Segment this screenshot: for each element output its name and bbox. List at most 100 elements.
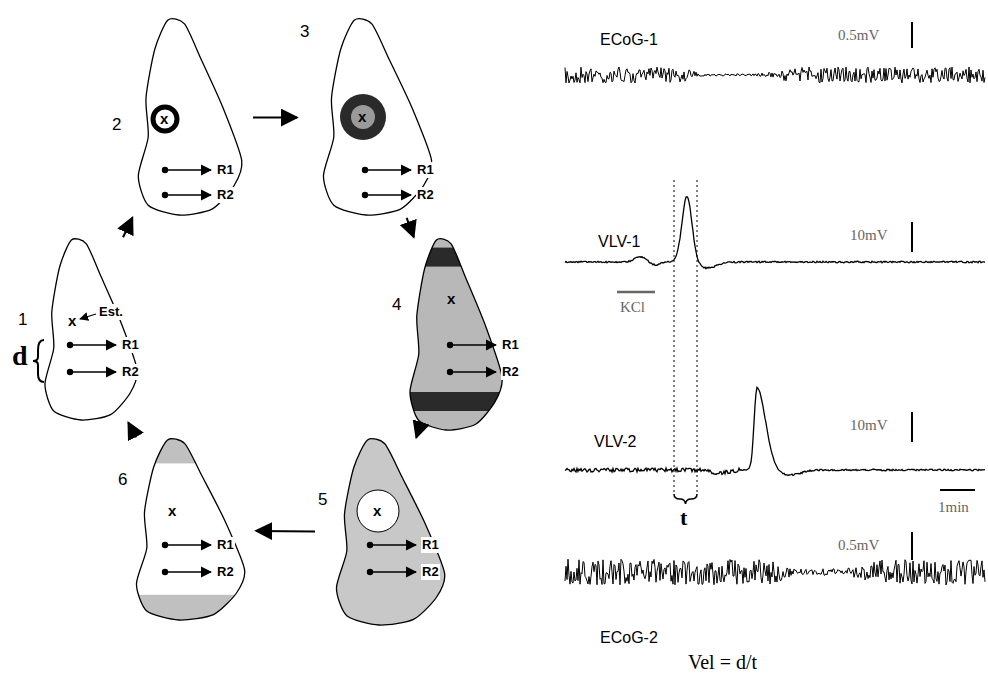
recording-label: R1 — [216, 537, 235, 553]
wave-front — [392, 248, 507, 267]
recording-label: R1 — [421, 537, 440, 553]
slice-border — [336, 439, 444, 625]
recording-label: R2 — [121, 364, 140, 380]
stimulus-mark: x — [373, 502, 381, 520]
electrode-lead — [370, 544, 416, 546]
slice-border — [138, 19, 242, 215]
scale-bar — [911, 532, 913, 560]
wave-front — [392, 392, 507, 411]
depression-core — [351, 105, 375, 129]
scale-label: 10mV — [850, 226, 888, 244]
depression-disk — [340, 94, 386, 140]
slice-fill — [323, 19, 431, 215]
cycle-arrow — [123, 218, 132, 238]
brain-slice: 4x — [392, 240, 507, 430]
trace-name: VLV-2 — [594, 432, 636, 451]
cycle-arrow — [256, 530, 315, 533]
slice-outline — [300, 20, 440, 215]
time-label: t — [680, 506, 687, 530]
electrode-lead — [365, 194, 411, 196]
stimulus-mark: x — [68, 312, 76, 330]
stimulus-mark: x — [168, 502, 176, 520]
slice-outline — [18, 240, 140, 420]
recording-label: R1 — [416, 162, 435, 178]
slice-number: 6 — [118, 470, 127, 490]
time-marker — [674, 180, 675, 494]
stimulus-mark: x — [447, 290, 455, 308]
trace-name: VLV-1 — [598, 232, 640, 251]
scale-bar — [940, 489, 975, 491]
stimulus-mark: x — [160, 110, 168, 128]
kcl-bar — [617, 291, 655, 294]
recording-label: R1 — [216, 162, 235, 178]
scale-label: 0.5mV — [838, 26, 879, 44]
slice-number: 5 — [318, 490, 327, 510]
brain-slice: 1x — [18, 240, 140, 420]
slice-border — [45, 239, 137, 420]
trace-name: ECoG-1 — [600, 30, 658, 49]
recording-label: R1 — [121, 337, 140, 353]
trace-name: ECoG-2 — [600, 628, 658, 647]
vlv-trace — [565, 387, 985, 475]
velocity-formula: Vel = d/t — [688, 650, 757, 674]
slice-number: 1 — [18, 310, 27, 330]
electrode-lead — [165, 194, 211, 196]
electrode-lead — [165, 544, 211, 546]
slice-number: 3 — [300, 22, 309, 42]
scale-label: 10mV — [850, 416, 888, 434]
scale-label: 0.5mV — [838, 536, 879, 554]
slice-fill — [136, 439, 244, 620]
cycle-arrow — [416, 433, 418, 438]
electrode-lead — [365, 169, 411, 171]
ecog-trace — [565, 67, 985, 83]
electrode-lead — [450, 371, 496, 373]
cycle-arrow — [128, 423, 136, 438]
stimulus-ring — [153, 107, 177, 131]
recording-label: R2 — [421, 564, 440, 580]
slice-border — [323, 19, 431, 215]
cycle-arrow — [253, 117, 297, 119]
ecog-trace — [565, 559, 985, 585]
cycle-arrow — [407, 218, 414, 237]
brain-slice: 5x — [318, 440, 453, 625]
brain-slice: 6x — [118, 440, 253, 620]
slice-fill — [45, 239, 137, 420]
scale-bar — [911, 412, 913, 442]
slice-border — [410, 239, 502, 430]
t-brace — [674, 494, 697, 504]
electrode-lead — [165, 571, 211, 573]
recording-label: R2 — [216, 187, 235, 203]
recording-label: R2 — [416, 187, 435, 203]
recovered-area — [357, 490, 399, 532]
scale-label: KCl — [620, 298, 645, 316]
brain-slice: 2x — [110, 20, 250, 215]
distance-label: d — [12, 340, 28, 372]
electrode-lead — [70, 371, 116, 373]
recording-label: Est. — [98, 304, 124, 320]
slice-fill — [138, 19, 242, 215]
d-brace — [33, 340, 44, 382]
slice-fill — [336, 439, 444, 625]
scale-label: 1min — [938, 498, 969, 516]
scale-bar — [911, 222, 913, 252]
stimulus-mark: x — [358, 108, 366, 126]
slice-outline — [118, 440, 253, 620]
slice-border — [136, 439, 244, 620]
brain-slice: 3x — [300, 20, 440, 215]
residual-depression — [118, 595, 253, 631]
recording-label: R2 — [216, 564, 235, 580]
electrode-lead — [450, 344, 496, 346]
slice-number: 2 — [112, 115, 121, 135]
electrode-lead — [70, 344, 116, 346]
slice-outline — [318, 440, 453, 625]
slice-outline — [110, 20, 250, 215]
vlv-trace — [565, 197, 985, 269]
electrode-lead — [370, 571, 416, 573]
recording-label: R2 — [501, 364, 520, 380]
electrode-lead — [165, 169, 211, 171]
scale-bar — [911, 22, 913, 48]
recording-label: R1 — [501, 337, 520, 353]
time-marker — [697, 180, 698, 494]
